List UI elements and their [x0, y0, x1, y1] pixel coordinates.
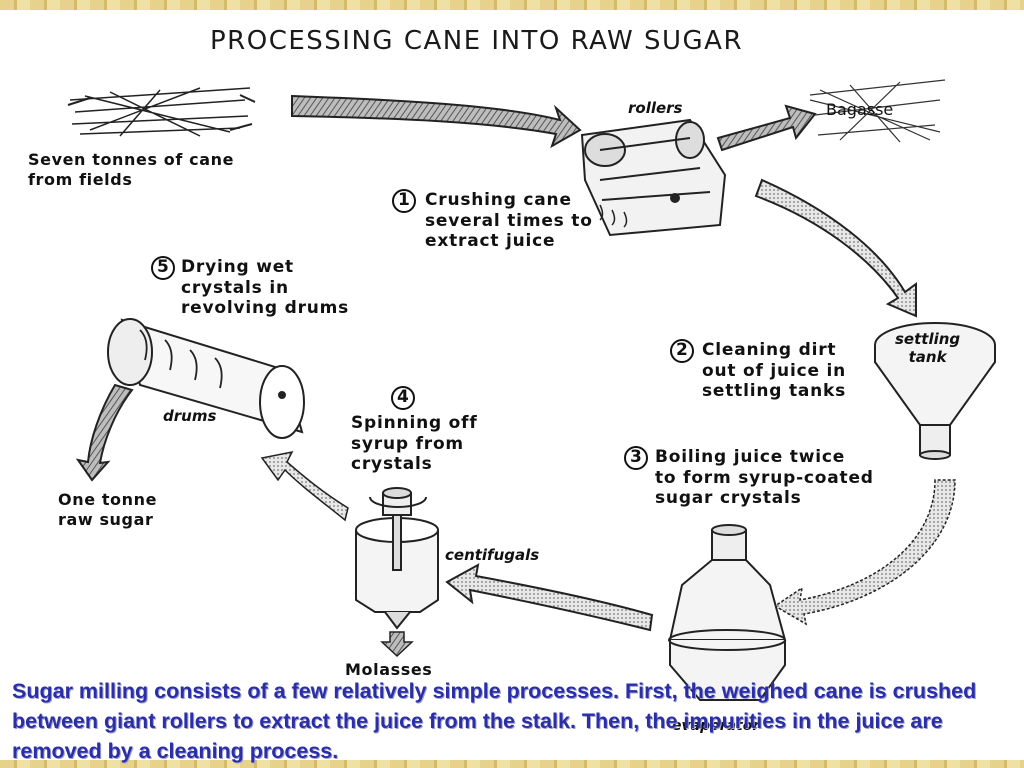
- drums-illustration: [107, 318, 305, 439]
- diagram-title: PROCESSING CANE INTO RAW SUGAR: [210, 26, 744, 56]
- bagasse-illustration: [809, 79, 946, 143]
- bagasse-label: Bagasse: [826, 100, 894, 119]
- step-2-number: 2: [676, 340, 689, 360]
- step-4-circle: [391, 386, 415, 410]
- settling-tank-label: settling tank: [895, 330, 961, 367]
- arrow-to-bagasse: [716, 104, 817, 152]
- bottom-border: [0, 760, 1024, 768]
- step-2-text: Cleaning dirt out of juice in settling t…: [702, 340, 847, 402]
- arrow-to-centrifugals: [445, 563, 654, 632]
- settling-tank-illustration: [874, 322, 996, 460]
- arrow-to-evaporator: [773, 479, 956, 626]
- arrow-to-raw-sugar: [75, 383, 134, 482]
- step-3-number: 3: [630, 447, 643, 467]
- step-4-text: Spinning off syrup from crystals: [351, 413, 478, 475]
- arrow-to-molasses: [380, 631, 414, 658]
- step-5-number: 5: [157, 257, 170, 277]
- molasses-label: Molasses: [345, 660, 433, 679]
- rollers-illustration: [580, 118, 727, 237]
- evaporator-illustration: [668, 524, 787, 701]
- caption-text: Sugar milling consists of a few relative…: [12, 679, 977, 763]
- arrow-to-drums: [260, 450, 349, 522]
- raw-sugar-label: One tonne raw sugar: [58, 490, 158, 529]
- step-5-circle: [151, 256, 175, 280]
- step-3-circle: [624, 446, 648, 470]
- step-4-number: 4: [397, 387, 410, 407]
- arrow-cane-to-rollers: [291, 94, 582, 149]
- cane-source-label: Seven tonnes of cane from fields: [28, 150, 235, 189]
- evaporator-label: evaporator: [672, 718, 760, 734]
- drums-label: drums: [163, 407, 217, 425]
- centrifugals-label: centifugals: [445, 546, 540, 564]
- step-2-circle: [670, 339, 694, 363]
- arrow-to-settling-tank: [754, 178, 917, 318]
- step-3-text: Boiling juice twice to form syrup-coated…: [655, 447, 874, 509]
- top-border: [0, 0, 1024, 10]
- step-1-number: 1: [398, 190, 411, 210]
- centrifugal-illustration: [355, 487, 439, 630]
- rollers-label: rollers: [628, 99, 683, 117]
- step-5-text: Drying wet crystals in revolving drums: [181, 257, 350, 319]
- step-1-circle: [392, 189, 416, 213]
- step-1-text: Crushing cane several times to extract j…: [425, 190, 593, 252]
- step-number-circles: [151, 189, 694, 470]
- cane-pile-illustration: [67, 87, 256, 137]
